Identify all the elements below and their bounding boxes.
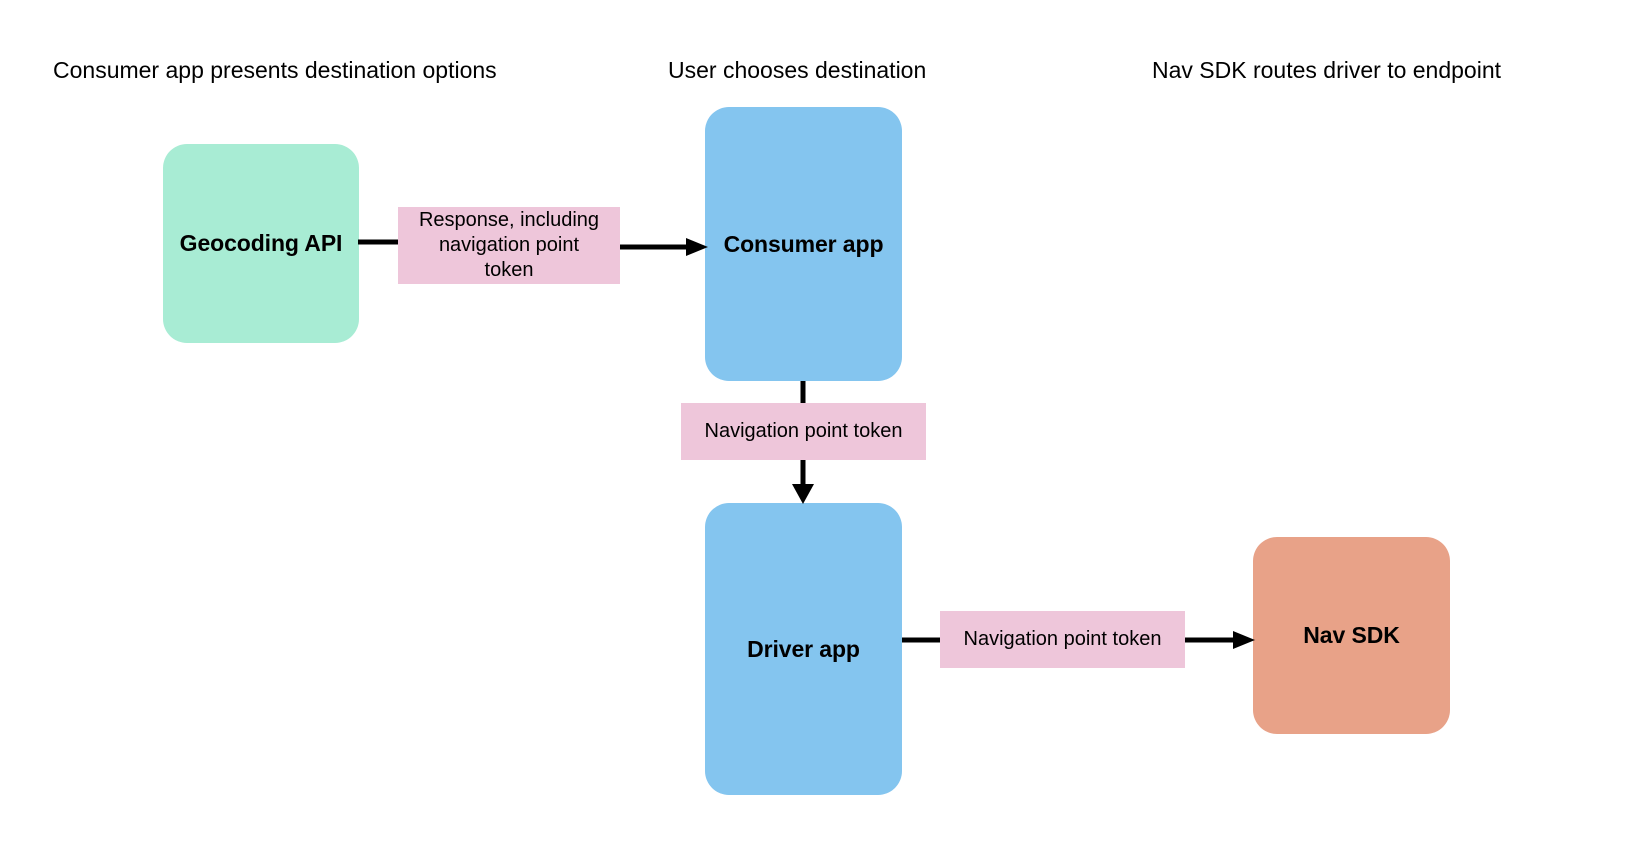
edge-label-line-1: Response, including [418, 209, 600, 231]
edge-label-consumer-to-driver-text: Navigation point token [704, 420, 903, 442]
node-geocoding-api[interactable]: Geocoding API [163, 144, 359, 343]
node-nav-sdk-label: Nav SDK [1303, 622, 1400, 648]
column-header-user-chooses-destination: User chooses destination [668, 57, 927, 83]
edge-arrow-geocoding-to-consumer [620, 236, 708, 258]
edge-line-consumer-to-token-label [797, 381, 809, 405]
edge-label-driver-to-nav-sdk-text: Navigation point token [963, 628, 1162, 650]
edge-label-line-2: navigation point [438, 234, 580, 256]
edge-arrow-driver-to-nav-sdk [1185, 629, 1255, 651]
edge-label-line-3: token [484, 259, 534, 281]
edge-label-geocoding-to-consumer: Response, including navigation point tok… [398, 207, 620, 284]
edge-label-geocoding-to-consumer-text: Response, including navigation point tok… [419, 208, 599, 283]
node-geocoding-api-label: Geocoding API [179, 230, 343, 256]
node-nav-sdk[interactable]: Nav SDK [1253, 537, 1450, 734]
node-consumer-app-label: Consumer app [723, 230, 884, 257]
edge-label-consumer-to-driver: Navigation point token [681, 403, 926, 460]
node-driver-app-label: Driver app [747, 635, 860, 662]
edge-arrow-consumer-to-driver [786, 458, 820, 504]
edge-line-geocoding-to-response-label [358, 236, 400, 248]
node-driver-app[interactable]: Driver app [705, 503, 902, 795]
edge-label-driver-to-nav-sdk: Navigation point token [940, 611, 1185, 668]
node-consumer-app[interactable]: Consumer app [705, 107, 902, 381]
edge-line-driver-to-token-label [902, 634, 942, 646]
column-header-nav-sdk-routes-driver-to-endpoint: Nav SDK routes driver to endpoint [1152, 57, 1502, 83]
column-header-consumer-app-presents-destination-options: Consumer app presents destination option… [53, 57, 497, 83]
